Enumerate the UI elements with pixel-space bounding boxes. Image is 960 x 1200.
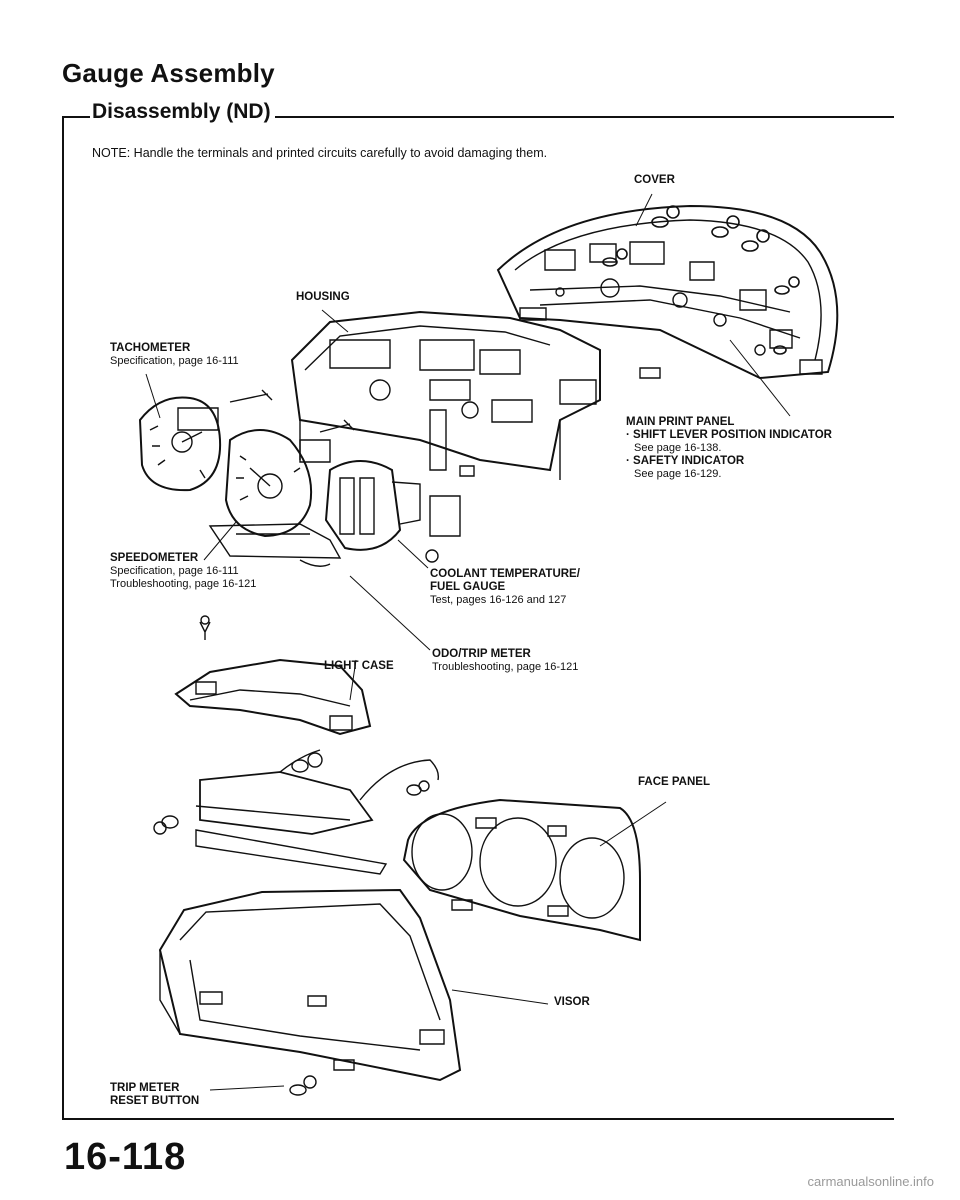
shift-lever-ref: See page 16-138. <box>634 442 722 454</box>
tachometer-spec-ref: Specification, page 16-111 <box>110 355 239 367</box>
section-rule-left <box>62 116 64 1118</box>
odo-trip-meter-name: ODO/TRIP METER <box>432 648 531 660</box>
coolant-gauge-name-line1: COOLANT TEMPERATURE/ <box>430 568 580 580</box>
label-cover: COVER <box>634 174 675 186</box>
coolant-gauge-name-line2: FUEL GAUGE <box>430 581 506 593</box>
section-title: Disassembly (ND) <box>90 100 275 124</box>
trip-meter-name-line1: TRIP METER <box>110 1082 180 1094</box>
page-title: Gauge Assembly <box>62 58 275 88</box>
odo-trip-meter-ref: Troubleshooting, page 16-121 <box>432 661 579 673</box>
label-visor: VISOR <box>554 996 590 1008</box>
shift-lever-indicator-item: · SHIFT LEVER POSITION INDICATOR <box>626 429 832 441</box>
coolant-gauge-test-ref: Test, pages 16-126 and 127 <box>430 594 567 606</box>
speedometer-spec-ref: Specification, page 16-111 <box>110 565 239 577</box>
leader-lines <box>146 194 790 1090</box>
handling-note: NOTE: Handle the terminals and printed c… <box>92 146 548 160</box>
page-number: 16-118 <box>64 1136 187 1178</box>
watermark: carmanualsonline.info <box>807 1174 934 1189</box>
safety-indicator-item: · SAFETY INDICATOR <box>626 455 745 467</box>
light-case-drawing <box>176 616 370 734</box>
label-light-case: LIGHT CASE <box>324 660 394 672</box>
face-panel-drawing <box>404 800 640 940</box>
label-odo-trip-meter: ODO/TRIP METER Troubleshooting, page 16-… <box>432 648 578 674</box>
visor-drawing <box>160 890 460 1080</box>
housing-drawing <box>292 312 600 480</box>
label-tachometer: TACHOMETER Specification, page 16-111 <box>110 342 239 368</box>
light-harness-drawing <box>154 750 438 874</box>
label-face-panel: FACE PANEL <box>638 776 710 788</box>
speedometer-drawing <box>210 420 354 566</box>
label-main-print-panel: MAIN PRINT PANEL · SHIFT LEVER POSITION … <box>626 416 832 481</box>
label-coolant-fuel-gauge: COOLANT TEMPERATURE/ FUEL GAUGE Test, pa… <box>430 568 580 607</box>
tachometer-name: TACHOMETER <box>110 342 191 354</box>
safety-indicator-ref: See page 16-129. <box>634 468 722 480</box>
section-rule-bottom <box>62 1118 894 1120</box>
trip-meter-name-line2: RESET BUTTON <box>110 1095 200 1107</box>
trip-reset-button-drawing <box>290 1076 316 1095</box>
tachometer-drawing <box>140 390 272 490</box>
bulb-sockets-top <box>603 206 799 354</box>
coolant-fuel-gauge-drawing <box>326 461 474 562</box>
speedometer-name: SPEEDOMETER <box>110 552 199 564</box>
section-rule-top <box>62 116 894 118</box>
cover-print-panel-drawing <box>498 206 837 378</box>
label-trip-meter-reset-button: TRIP METER RESET BUTTON <box>110 1082 199 1108</box>
label-housing: HOUSING <box>296 291 350 303</box>
main-print-panel-name: MAIN PRINT PANEL <box>626 416 735 428</box>
speedometer-troubleshooting-ref: Troubleshooting, page 16-121 <box>110 578 257 590</box>
label-speedometer: SPEEDOMETER Specification, page 16-111 T… <box>110 552 256 591</box>
